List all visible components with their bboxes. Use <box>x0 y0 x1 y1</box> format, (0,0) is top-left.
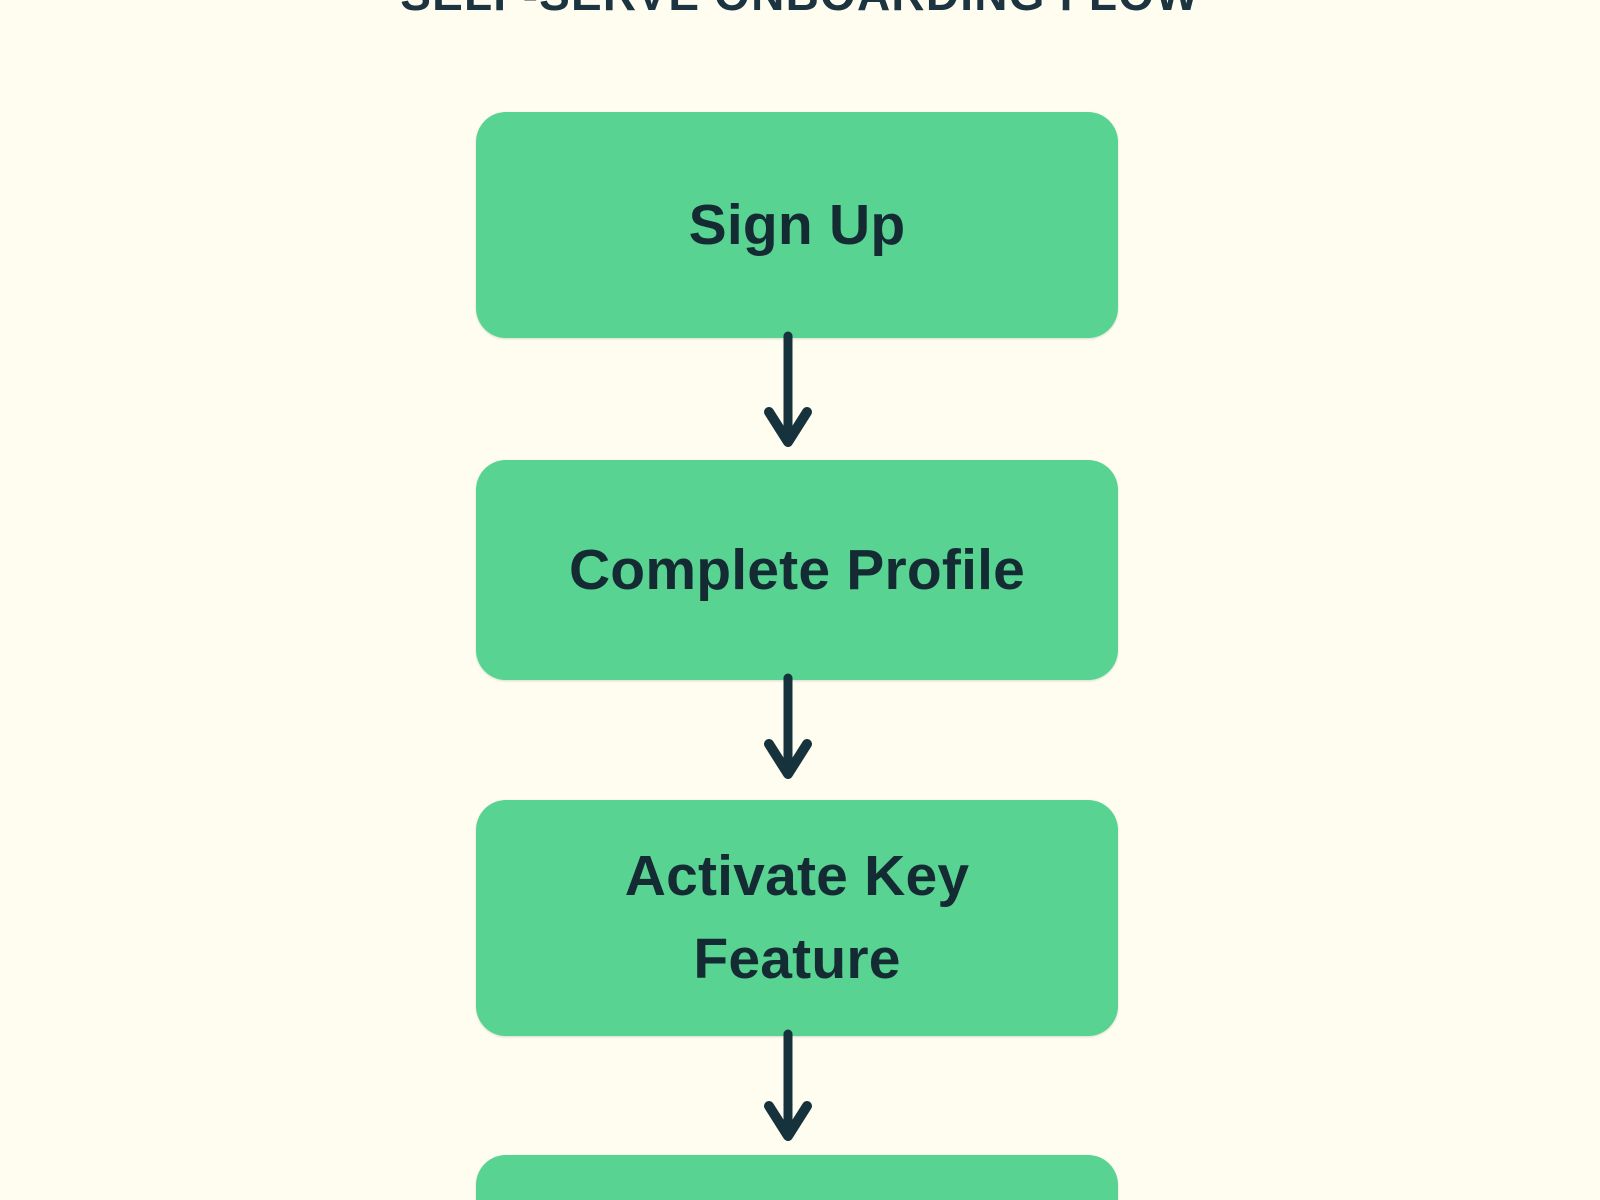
flow-node-label: Sign Up <box>688 192 906 257</box>
flow-node-complete-profile[interactable]: Complete Profile <box>476 460 1118 680</box>
flow-node-activate-key-feature[interactable]: Activate Key Feature <box>476 800 1118 1036</box>
flow-connector-arrow <box>764 673 812 780</box>
flow-node-sign-up[interactable]: Sign Up <box>476 112 1118 338</box>
page-title: SELF-SERVE ONBOARDING FLOW <box>0 0 1600 21</box>
flow-connector-arrow <box>764 331 812 448</box>
flow-node-next-step[interactable] <box>476 1155 1118 1200</box>
flow-node-label: Activate Key Feature <box>624 844 970 991</box>
flow-connector-arrow <box>764 1029 812 1142</box>
flow-node-label: Complete Profile <box>568 537 1026 602</box>
